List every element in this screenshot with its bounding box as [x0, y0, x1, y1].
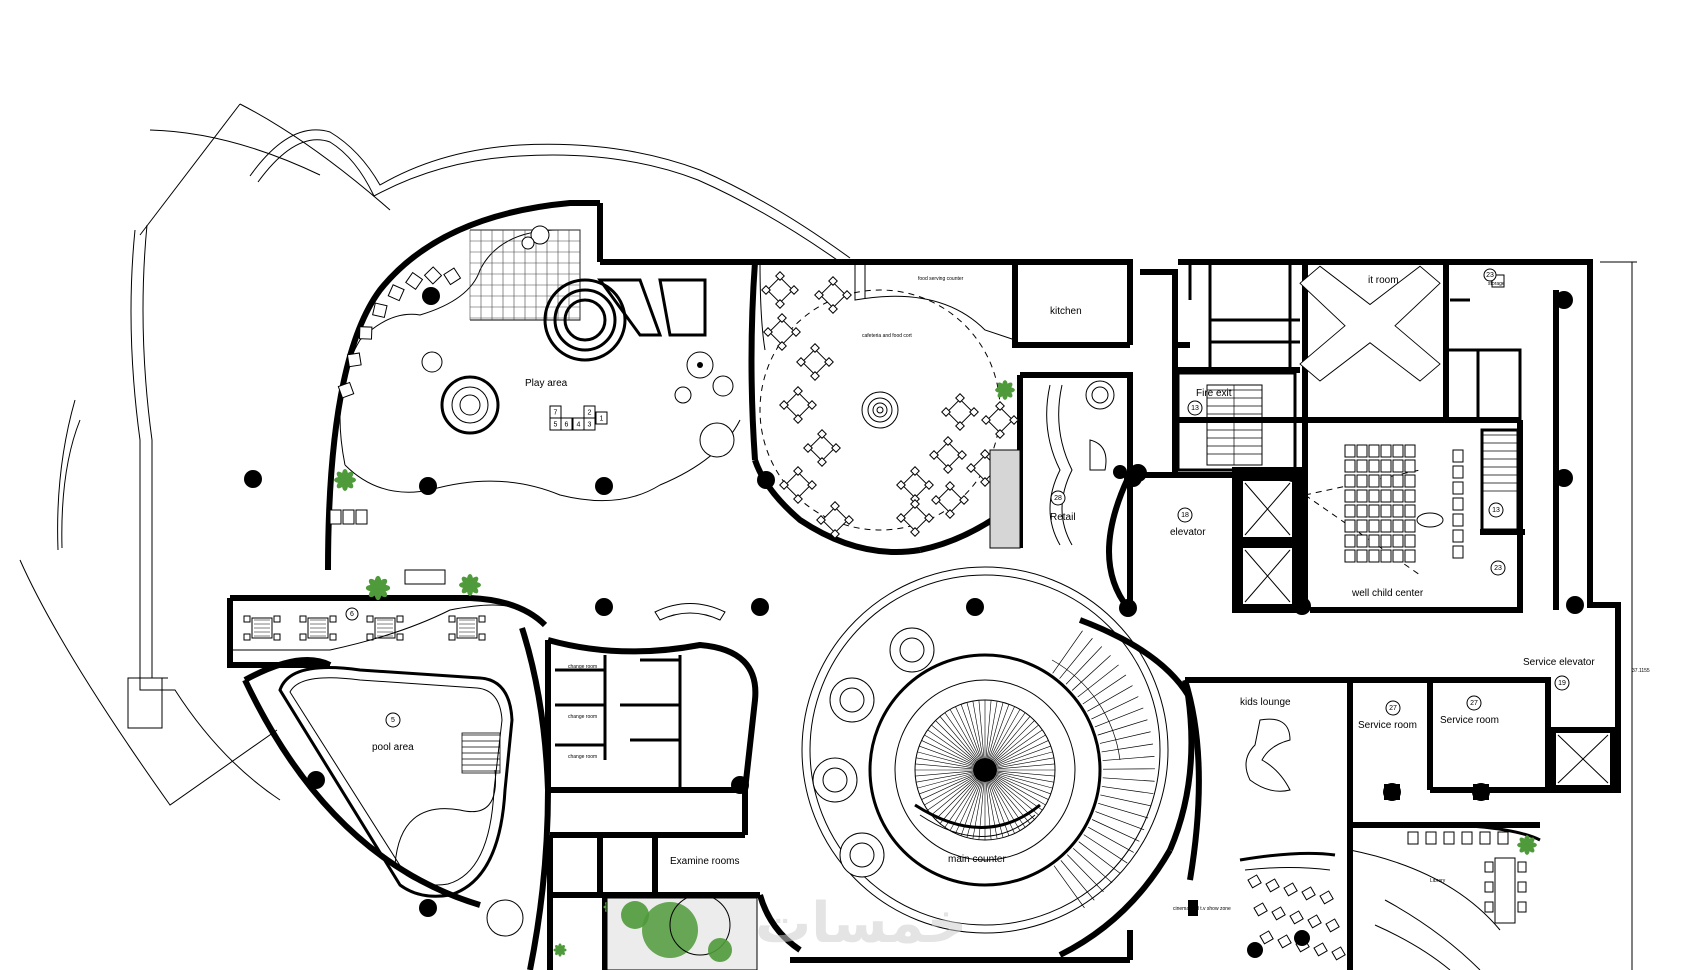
plants [334, 380, 1537, 957]
left-seating [230, 604, 521, 651]
label-service-room-2: Service room [1440, 715, 1499, 726]
fire-exit-stair [1176, 371, 1297, 472]
marker-seating: 6 [345, 607, 359, 621]
svg-text:6: 6 [565, 421, 569, 428]
svg-text:5: 5 [554, 421, 558, 428]
label-examine-rooms: Examine rooms [670, 856, 739, 867]
room-number-markers: 23 13 28 18 13 23 19 27 27 5 6 [345, 268, 1570, 728]
svg-text:6: 6 [350, 611, 354, 618]
pool-zone [278, 666, 524, 937]
label-storage: storage [1488, 281, 1505, 287]
cinema-seating [1239, 851, 1346, 961]
svg-text:7: 7 [554, 409, 558, 416]
it-room-desks [1299, 265, 1505, 382]
label-kitchen: kitchen [1050, 306, 1082, 317]
svg-text:28: 28 [1054, 495, 1062, 502]
svg-text:27: 27 [1389, 705, 1397, 712]
pool-steps [461, 732, 501, 774]
svg-text:18: 18 [1181, 512, 1189, 519]
label-cinema: cinema and t.v show zone [1173, 906, 1231, 912]
svg-text:4: 4 [577, 421, 581, 428]
watermark: خمسات [755, 891, 967, 956]
label-kids-lounge: kids lounge [1240, 697, 1291, 708]
marker-retail: 28 [1050, 490, 1066, 506]
cafeteria-zone [759, 261, 1021, 549]
label-main-counter: main counter [948, 854, 1006, 865]
structural-columns [244, 287, 1584, 917]
svg-text:13: 13 [1191, 405, 1199, 412]
cafe-tables [761, 271, 1019, 539]
label-cafeteria: cafeteria and food cort [862, 333, 912, 339]
marker-fire-exit: 13 [1187, 400, 1203, 416]
spiral-stair [1051, 630, 1155, 909]
counter-rays [915, 700, 1055, 840]
room-labels: Play area cafeteria and food cort food s… [372, 275, 1650, 912]
label-change-room-3: change room [568, 754, 597, 760]
site-outline [19, 103, 1637, 970]
label-elevator: elevator [1170, 527, 1206, 538]
elevator-shafts [1237, 428, 1616, 791]
label-library: Library [1430, 878, 1446, 884]
svg-text:23: 23 [1486, 272, 1494, 279]
svg-text:19: 19 [1558, 680, 1566, 687]
svg-text:23: 23 [1494, 565, 1502, 572]
marker-service-elevator: 19 [1554, 675, 1570, 691]
well-child-seats [1304, 444, 1464, 576]
label-retail: Retail [1050, 512, 1076, 523]
label-food-counter: food serving counter [918, 276, 964, 282]
svg-text:13: 13 [1492, 507, 1500, 514]
dimension-label: 37.1155 [1632, 668, 1650, 674]
svg-text:5: 5 [391, 717, 395, 724]
seat-clusters [812, 627, 935, 878]
label-service-elevator: Service elevator [1523, 657, 1595, 668]
svg-text:1: 1 [600, 415, 604, 422]
slide [543, 278, 707, 362]
kids-lounge-zone [1245, 718, 1291, 792]
marker-service-room-2: 27 [1466, 695, 1482, 711]
marker-service-room-1: 27 [1385, 700, 1401, 716]
label-pool-area: pool area [372, 742, 414, 753]
label-it-room: it room [1368, 275, 1399, 286]
label-service-room-1: Service room [1358, 720, 1417, 731]
label-well-child: well child center [1351, 588, 1424, 599]
marker-pool: 5 [385, 712, 401, 728]
label-change-room-1: change room [568, 664, 597, 670]
label-fire-exit: Fire exit [1196, 388, 1232, 399]
marker-stair-b: 23 [1490, 560, 1506, 576]
label-change-room-2: change room [568, 714, 597, 720]
marker-elevator: 18 [1177, 507, 1193, 523]
marker-stair-a: 13 [1488, 502, 1504, 518]
library-zone [1349, 822, 1541, 970]
marker-storage: 23 [1483, 268, 1497, 282]
courtyard-garden [606, 894, 758, 970]
main-counter-zone [801, 566, 1195, 958]
svg-text:3: 3 [588, 421, 592, 428]
svg-text:2: 2 [588, 409, 592, 416]
svg-text:27: 27 [1470, 700, 1478, 707]
outer-seating-arc [329, 266, 462, 585]
label-play-area: Play area [525, 378, 568, 389]
retail-fixtures [1046, 380, 1297, 546]
